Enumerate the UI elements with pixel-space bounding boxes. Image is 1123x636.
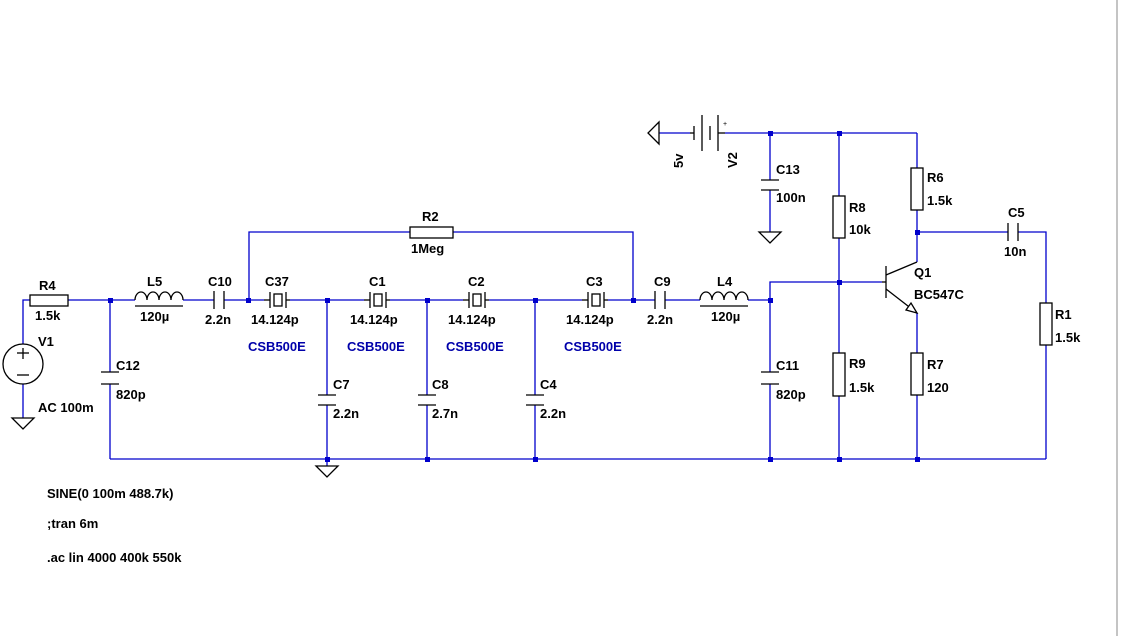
crystal-c37-symbol — [264, 292, 290, 308]
v2-value: 5v — [671, 153, 686, 168]
c7-name: C7 — [333, 377, 350, 392]
c2-model: CSB500E — [446, 339, 504, 354]
c5-name: C5 — [1008, 205, 1025, 220]
svg-text:+: + — [723, 121, 727, 128]
inductor-l5-symbol — [134, 291, 184, 307]
r9-value: 1.5k — [849, 380, 875, 395]
ground-symbol-v2 — [647, 120, 660, 146]
capacitor-c10-symbol — [213, 291, 225, 309]
r9-name: R9 — [849, 356, 866, 371]
c3-name: C3 — [586, 274, 603, 289]
l5-name: L5 — [147, 274, 162, 289]
r2-value: 1Meg — [411, 241, 444, 256]
battery-v2-symbol: + — [690, 115, 727, 151]
r7-value: 120 — [927, 380, 949, 395]
voltage-source-v1-symbol — [2, 343, 44, 385]
r6-name: R6 — [927, 170, 944, 185]
r1-value: 1.5k — [1055, 330, 1081, 345]
ground-symbol-main — [314, 465, 340, 478]
v1-value: AC 100m — [38, 400, 94, 415]
c37-value: 14.124p — [251, 312, 299, 327]
ground-symbol-v1 — [10, 417, 36, 430]
resistor-r6-symbol — [910, 167, 924, 211]
c9-name: C9 — [654, 274, 671, 289]
resistor-r9-symbol — [832, 352, 846, 397]
crystal-c2-symbol — [463, 292, 489, 308]
c3-model: CSB500E — [564, 339, 622, 354]
c11-value: 820p — [776, 387, 806, 402]
c8-value: 2.7n — [432, 406, 458, 421]
q1-value: BC547C — [914, 287, 964, 302]
ac-directive: .ac lin 4000 400k 550k — [47, 550, 182, 565]
capacitor-c8-symbol — [418, 394, 436, 406]
l4-value: 120µ — [711, 309, 740, 324]
junction-dots — [108, 131, 920, 462]
c13-name: C13 — [776, 162, 800, 177]
c10-value: 2.2n — [205, 312, 231, 327]
sine-directive: SINE(0 100m 488.7k) — [47, 486, 173, 501]
capacitor-c4-symbol — [526, 394, 544, 406]
capacitor-c5-symbol — [1007, 223, 1019, 241]
c5-value: 10n — [1004, 244, 1026, 259]
capacitor-c7-symbol — [318, 394, 336, 406]
capacitor-c12-symbol — [101, 371, 119, 385]
c2-name: C2 — [468, 274, 485, 289]
c3-value: 14.124p — [566, 312, 614, 327]
ground-symbol-c13 — [757, 231, 783, 244]
c12-value: 820p — [116, 387, 146, 402]
resistor-r1-symbol — [1039, 302, 1053, 346]
q1-name: Q1 — [914, 265, 931, 280]
l5-value: 120µ — [140, 309, 169, 324]
inductor-l4-symbol — [699, 291, 749, 307]
r8-name: R8 — [849, 200, 866, 215]
c10-name: C10 — [208, 274, 232, 289]
crystal-c3-symbol — [582, 292, 608, 308]
c37-model: CSB500E — [248, 339, 306, 354]
c9-value: 2.2n — [647, 312, 673, 327]
tran-directive: ;tran 6m — [47, 516, 98, 531]
v1-name: V1 — [38, 334, 54, 349]
r4-name: R4 — [39, 278, 56, 293]
resistor-r4-symbol — [29, 294, 69, 307]
crystal-c1-symbol — [364, 292, 390, 308]
resistor-r7-symbol — [910, 352, 924, 396]
resistor-r8-symbol — [832, 195, 846, 239]
r6-value: 1.5k — [927, 193, 953, 208]
r8-value: 10k — [849, 222, 871, 237]
r1-name: R1 — [1055, 307, 1072, 322]
c2-value: 14.124p — [448, 312, 496, 327]
c11-name: C11 — [776, 358, 799, 373]
capacitor-c13-symbol — [761, 179, 779, 191]
resistor-r2-symbol — [409, 226, 454, 239]
l4-name: L4 — [717, 274, 733, 289]
r4-value: 1.5k — [35, 308, 61, 323]
c13-value: 100n — [776, 190, 806, 205]
capacitor-c11-symbol — [761, 371, 779, 385]
r7-name: R7 — [927, 357, 944, 372]
wires — [22, 132, 1047, 466]
c37-name: C37 — [265, 274, 289, 289]
r2-name: R2 — [422, 209, 439, 224]
transistor-q1-symbol — [882, 261, 919, 315]
v2-name: V2 — [725, 152, 740, 168]
c1-model: CSB500E — [347, 339, 405, 354]
c4-name: C4 — [540, 377, 557, 392]
capacitor-c9-symbol — [654, 291, 666, 309]
c1-name: C1 — [369, 274, 386, 289]
c7-value: 2.2n — [333, 406, 359, 421]
c12-name: C12 — [116, 358, 140, 373]
c4-value: 2.2n — [540, 406, 566, 421]
c1-value: 14.124p — [350, 312, 398, 327]
c8-name: C8 — [432, 377, 449, 392]
